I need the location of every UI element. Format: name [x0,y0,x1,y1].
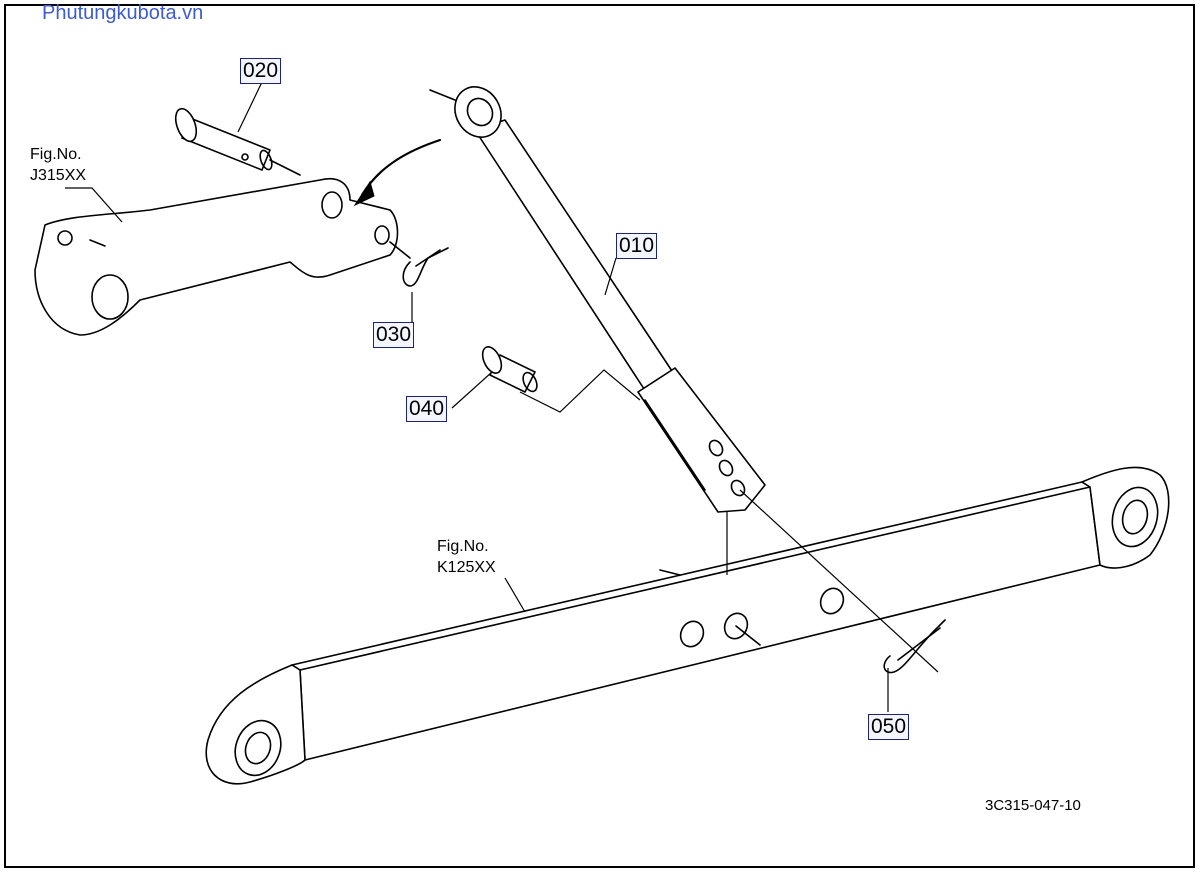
figure-ref-code: J315XX [30,167,87,184]
part-callout-020[interactable]: 020 [240,58,282,84]
figure-ref-label: Fig.No. [30,146,82,163]
leader-lines [65,81,939,712]
assembly-arrow [360,138,442,197]
pin-040-drawing [481,346,538,393]
figure-ref-code: K125XX [437,559,496,576]
lower-link-drawing [205,466,1170,785]
document-number: 3C315-047-10 [985,797,1081,814]
lift-rod-drawing [429,86,766,513]
watermark: Phutungkubota.vn [42,2,204,24]
part-callout-030[interactable]: 030 [373,322,415,348]
figure-ref-j315[interactable]: Fig.No. J315XX [30,144,86,186]
pin-020-drawing [174,107,301,176]
part-callout-050[interactable]: 050 [868,714,910,740]
diagram-frame [4,4,1195,868]
figure-ref-k125[interactable]: Fig.No. K125XX [437,536,496,578]
snap-pin-030-drawing [389,241,449,287]
snap-pin-050-drawing [883,619,946,674]
part-callout-040[interactable]: 040 [406,396,448,422]
figure-ref-label: Fig.No. [437,538,489,555]
part-callout-010[interactable]: 010 [616,233,658,259]
lift-arm-drawing [34,178,399,336]
